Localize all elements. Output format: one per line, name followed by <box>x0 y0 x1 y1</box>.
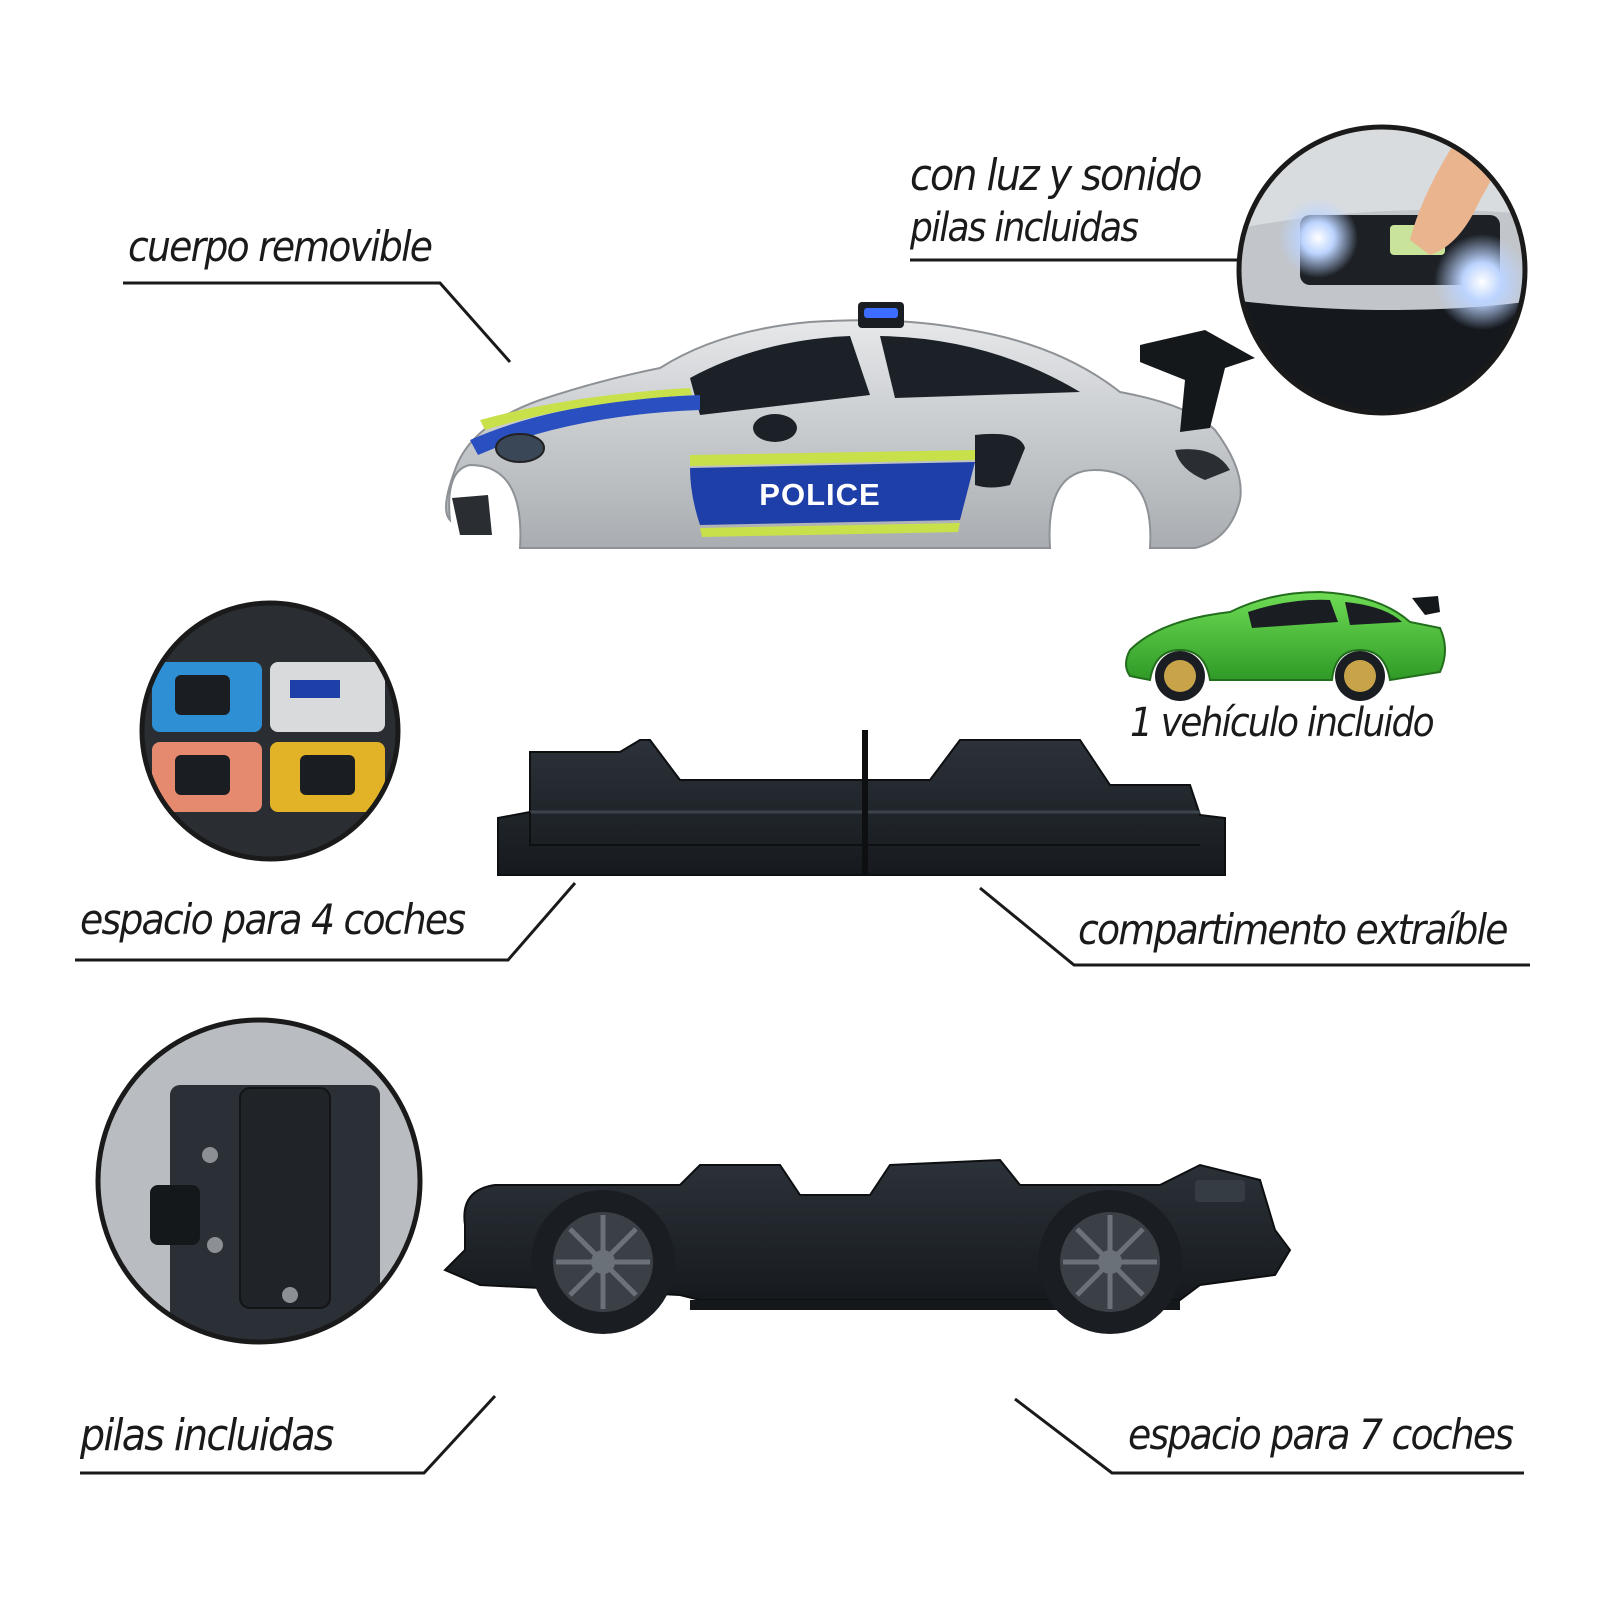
leader-lines <box>75 258 1530 1475</box>
battery-cover-icon <box>239 1087 331 1309</box>
label-espacio-4-coches: espacio para 4 coches <box>80 895 466 944</box>
leader-cuerpo <box>123 281 512 363</box>
four-cars-circle <box>142 603 398 859</box>
siren-closeup-circle <box>1239 127 1525 413</box>
green-car <box>1125 590 1446 701</box>
label-cuerpo-removible: cuerpo removible <box>128 222 433 271</box>
police-door-text: POLICE <box>759 477 880 512</box>
battery-closeup-circle <box>98 1020 420 1342</box>
label-pilas-incluidas-top: pilas incluidas <box>910 205 1139 251</box>
leader-pilas <box>80 1394 497 1475</box>
leader-compartimento <box>979 886 1530 967</box>
label-compartimento-extraible: compartimento extraíble <box>1078 905 1509 954</box>
compartment-tray <box>497 730 1226 876</box>
leader-espacio4 <box>75 882 577 962</box>
label-pilas-incluidas-bottom: pilas incluidas <box>80 1410 334 1461</box>
leader-espacio7 <box>1014 1397 1524 1475</box>
label-espacio-7-coches: espacio para 7 coches <box>1128 1410 1514 1459</box>
wheel-front <box>531 1190 675 1334</box>
chassis <box>443 1158 1292 1334</box>
wheel-rear <box>1038 1190 1182 1334</box>
police-car-body <box>445 302 1255 549</box>
label-luz-sonido: con luz y sonido <box>910 150 1203 201</box>
label-vehiculo-incluido: 1 vehículo incluido <box>1130 700 1435 746</box>
